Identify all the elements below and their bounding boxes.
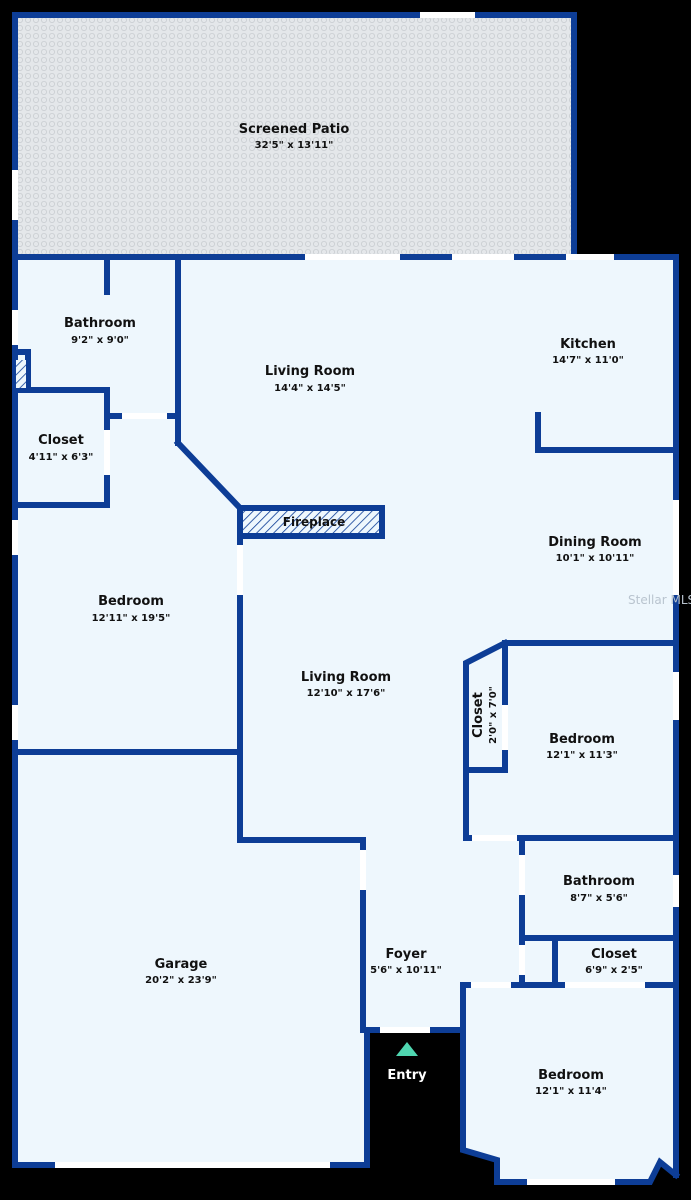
room-dims-living-north: 14'4" x 14'5" <box>274 383 346 394</box>
room-dims-foyer: 5'6" x 10'11" <box>370 965 442 976</box>
room-dims-bathroom-east: 8'7" x 5'6" <box>570 893 628 904</box>
room-name-bedroom-west: Bedroom <box>98 594 164 609</box>
entry-arrow-icon <box>396 1042 418 1056</box>
room-name-closet-nw: Closet <box>38 433 84 448</box>
room-dims-closet-east: 2'0" x 7'0" <box>488 686 499 744</box>
room-name-dining: Dining Room <box>548 535 641 550</box>
house-floor <box>15 257 676 1182</box>
room-name-living-main: Living Room <box>301 670 391 685</box>
room-name-bedroom-southeast: Bedroom <box>538 1068 604 1083</box>
room-dims-garage: 20'2" x 23'9" <box>145 975 217 986</box>
room-name-bedroom-east: Bedroom <box>549 732 615 747</box>
room-name-screened-patio: Screened Patio <box>239 122 350 137</box>
entry-label: Entry <box>387 1068 427 1083</box>
room-name-living-north: Living Room <box>265 364 355 379</box>
room-dims-bedroom-east: 12'1" x 11'3" <box>546 750 618 761</box>
room-dims-bedroom-west: 12'11" x 19'5" <box>92 613 171 624</box>
room-dims-dining: 10'1" x 10'11" <box>556 553 635 564</box>
room-name-closet-east: Closet <box>471 692 486 738</box>
room-name-bathroom-nw: Bathroom <box>64 316 136 331</box>
room-name-closet-southeast: Closet <box>591 947 637 962</box>
room-name-garage: Garage <box>155 957 208 972</box>
room-dims-bedroom-southeast: 12'1" x 11'4" <box>535 1086 607 1097</box>
room-dims-screened-patio: 32'5" x 13'11" <box>255 140 334 151</box>
room-dims-closet-nw: 4'11" x 6'3" <box>29 452 94 463</box>
fireplace <box>237 505 385 539</box>
room-dims-closet-southeast: 6'9" x 2'5" <box>585 965 643 976</box>
openings <box>12 12 679 1185</box>
room-dims-kitchen: 14'7" x 11'0" <box>552 355 624 366</box>
room-name-kitchen: Kitchen <box>560 337 616 352</box>
screened-patio-area <box>15 15 574 257</box>
room-name-bathroom-east: Bathroom <box>563 874 635 889</box>
fireplace-label: Fireplace <box>283 515 345 529</box>
room-name-foyer: Foyer <box>386 947 428 962</box>
room-dims-bathroom-nw: 9'2" x 9'0" <box>71 335 129 346</box>
room-labels: Screened Patio 32'5" x 13'11" Bathroom 9… <box>29 122 643 1097</box>
room-dims-living-main: 12'10" x 17'6" <box>307 688 386 699</box>
watermark: Stellar MLS <box>628 593 691 607</box>
